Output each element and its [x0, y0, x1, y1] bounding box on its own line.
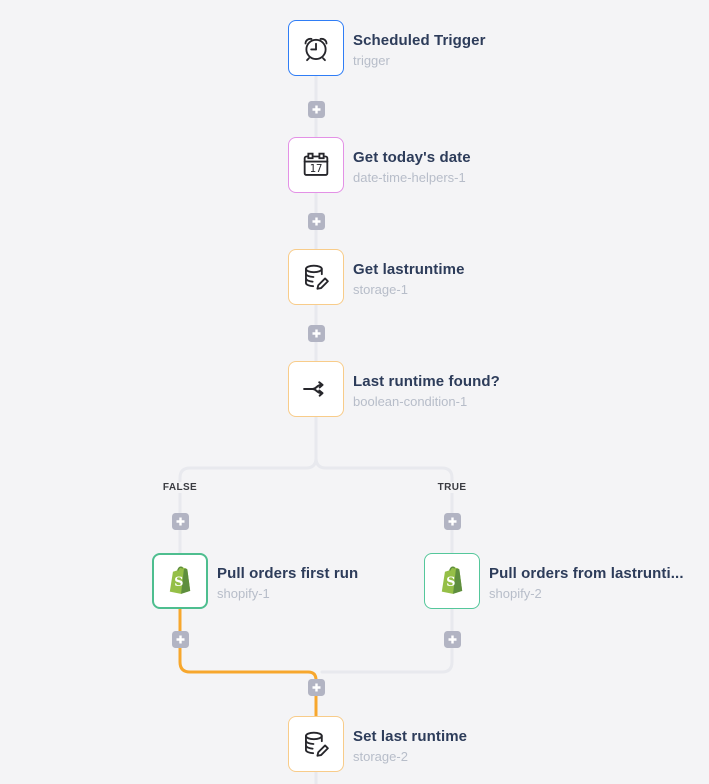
- wire-false-merge-active: [178, 607, 318, 718]
- add-step-button[interactable]: [443, 630, 461, 648]
- node-title: Get lastruntime: [353, 261, 465, 278]
- node-last-runtime-found: Last runtime found? boolean-condition-1: [288, 361, 688, 417]
- node-pull-orders-from-lastruntime-box[interactable]: S: [424, 553, 480, 609]
- node-get-todays-date-text: Get today's date date-time-helpers-1: [353, 148, 471, 186]
- alarm-clock-icon: [304, 37, 328, 62]
- node-title: Scheduled Trigger: [353, 32, 486, 49]
- svg-text:S: S: [174, 575, 183, 590]
- node-get-todays-date-box[interactable]: 17: [288, 137, 344, 193]
- plus-icon: [176, 635, 184, 643]
- node-subtitle: date-time-helpers-1: [353, 170, 466, 185]
- plus-icon: [176, 517, 184, 525]
- node-title: Set last runtime: [353, 728, 468, 745]
- svg-text:S: S: [446, 575, 455, 590]
- node-scheduled-trigger: Scheduled Trigger trigger: [288, 20, 688, 76]
- add-step-button[interactable]: [307, 100, 325, 118]
- plus-icon: [312, 683, 320, 691]
- add-step-button-false-branch[interactable]: [171, 512, 189, 530]
- node-set-last-runtime-text: Set last runtime storage-2: [353, 727, 467, 765]
- node-title: Pull orders from lastrunti...: [489, 565, 684, 582]
- node-get-todays-date: 17 Get today's date date-time-helpers-1: [288, 137, 688, 193]
- shopify-icon: S: [441, 566, 463, 594]
- svg-text:17: 17: [310, 162, 323, 175]
- calendar-icon: 17: [303, 152, 329, 176]
- branch-label-false: FALSE: [159, 482, 201, 493]
- node-subtitle: shopify-2: [489, 586, 542, 601]
- node-last-runtime-found-text: Last runtime found? boolean-condition-1: [353, 372, 500, 410]
- node-scheduled-trigger-box[interactable]: [288, 20, 344, 76]
- plus-icon: [312, 105, 320, 113]
- database-edit-icon: [305, 731, 329, 757]
- plus-icon: [448, 517, 456, 525]
- node-get-lastruntime: Get lastruntime storage-1: [288, 249, 688, 305]
- add-step-button-true-branch[interactable]: [443, 512, 461, 530]
- node-subtitle: trigger: [353, 53, 390, 68]
- node-subtitle: storage-1: [353, 282, 408, 297]
- branch-icon: [303, 381, 324, 397]
- node-subtitle: storage-2: [353, 749, 408, 764]
- node-pull-orders-from-lastruntime-text: Pull orders from lastrunti... shopify-2: [489, 564, 684, 602]
- plus-icon: [312, 329, 320, 337]
- node-title: Pull orders first run: [217, 565, 359, 582]
- node-title: Get today's date: [353, 149, 471, 166]
- add-step-button-merge[interactable]: [307, 678, 325, 696]
- node-title: Last runtime found?: [353, 373, 500, 390]
- node-get-lastruntime-text: Get lastruntime storage-1: [353, 260, 465, 298]
- branch-label-true: TRUE: [434, 482, 470, 493]
- node-last-runtime-found-box[interactable]: [288, 361, 344, 417]
- plus-icon: [448, 635, 456, 643]
- node-pull-orders-first-run-box[interactable]: S: [152, 553, 208, 609]
- add-step-button[interactable]: [307, 324, 325, 342]
- node-get-lastruntime-box[interactable]: [288, 249, 344, 305]
- database-edit-icon: [305, 264, 329, 290]
- node-subtitle: shopify-1: [217, 586, 270, 601]
- node-set-last-runtime-box[interactable]: [288, 716, 344, 772]
- node-pull-orders-from-lastruntime: S Pull orders from lastrunti... shopify-…: [424, 553, 709, 609]
- node-pull-orders-first-run: S Pull orders first run shopify-1: [152, 553, 552, 609]
- shopify-icon: S: [169, 566, 191, 594]
- node-set-last-runtime: Set last runtime storage-2: [288, 716, 688, 772]
- add-step-button[interactable]: [307, 212, 325, 230]
- wire-branch-false: [178, 415, 318, 555]
- node-scheduled-trigger-text: Scheduled Trigger trigger: [353, 31, 486, 69]
- node-subtitle: boolean-condition-1: [353, 394, 468, 409]
- plus-icon: [312, 217, 320, 225]
- node-pull-orders-first-run-text: Pull orders first run shopify-1: [217, 564, 358, 602]
- wire-true-merge: [320, 607, 454, 674]
- wire-branch-true: [314, 415, 454, 555]
- add-step-button[interactable]: [171, 630, 189, 648]
